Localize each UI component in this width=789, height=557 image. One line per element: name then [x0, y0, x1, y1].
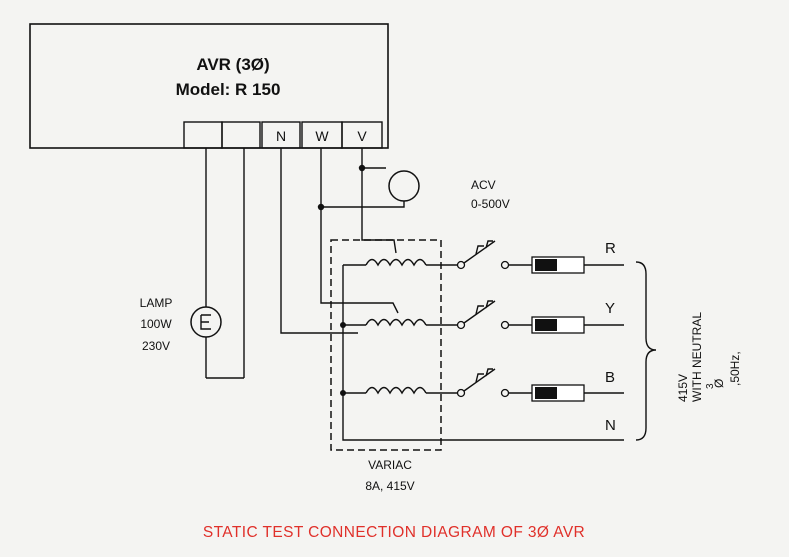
switch-r: [456, 240, 510, 270]
fuse-y: [509, 316, 624, 334]
lamp-label-line1: LAMP: [140, 296, 173, 310]
line-label-r: R: [605, 240, 616, 257]
terminal-v-label: V: [357, 128, 367, 144]
voltmeter-leads: [321, 167, 405, 208]
supply-phase-symbol: Ø: [712, 379, 726, 388]
variac-coil-y: [343, 318, 458, 327]
wire-n: [280, 148, 358, 334]
line-label-b: B: [605, 369, 615, 386]
meter-label-line1: ACV: [471, 178, 496, 192]
voltmeter-icon: [388, 170, 420, 202]
line-label-y: Y: [605, 300, 615, 317]
lamp-label-line2: 100W: [140, 317, 172, 331]
lamp-label-line3: 230V: [142, 339, 170, 353]
variac-label-line2: 8A, 415V: [365, 479, 414, 493]
avr-title: AVR (3Ø): [196, 55, 269, 74]
switch-y: [456, 300, 510, 330]
supply-brace: [635, 261, 657, 441]
diagram-caption: STATIC TEST CONNECTION DIAGRAM OF 3Ø AVR: [203, 524, 585, 541]
wire-w: [320, 148, 399, 314]
variac-star-rail: [342, 265, 624, 441]
variac-coil-r: [343, 258, 458, 267]
wire-v: [361, 148, 397, 254]
variac-enclosure: [330, 239, 442, 451]
meter-label-line2: 0-500V: [471, 197, 510, 211]
variac-coil-b: [343, 386, 458, 395]
terminal-w-label: W: [315, 128, 329, 144]
supply-with-neutral: WITH NEUTRAL: [690, 312, 704, 402]
fuse-r: [509, 256, 624, 274]
lamp-circuit-wires: [205, 148, 245, 379]
avr-model: Model: R 150: [176, 80, 281, 99]
terminal-n-label: N: [276, 128, 286, 144]
supply-voltage: 415V: [676, 374, 690, 402]
lamp-icon: [190, 306, 222, 338]
line-label-n: N: [605, 417, 616, 434]
supply-frequency: ,50Hz,: [728, 351, 742, 386]
supply-phase-count: 3: [705, 383, 716, 389]
fuse-b: [509, 384, 624, 402]
supply-label: 415V WITH NEUTRAL 3 Ø ,50Hz,: [676, 312, 742, 402]
variac-label-line1: VARIAC: [368, 458, 412, 472]
switch-b: [456, 368, 510, 398]
